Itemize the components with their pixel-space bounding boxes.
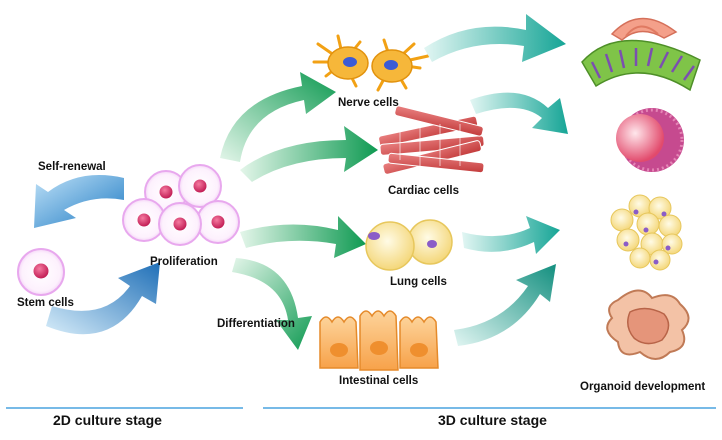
arrow-intestinal-to-organoid xyxy=(454,264,556,346)
organoid-brain xyxy=(581,17,701,92)
arrow-cardiac-to-organoid xyxy=(470,92,568,134)
arrow-to-cardiac xyxy=(240,126,378,182)
arrow-to-intestinal xyxy=(232,258,312,350)
self-renewal-label: Self-renewal xyxy=(38,161,106,173)
arrow-to-lung xyxy=(240,216,366,258)
stem-cell xyxy=(17,248,65,296)
stage-2d-label: 2D culture stage xyxy=(53,412,162,428)
proliferation-arrow xyxy=(46,262,160,335)
arrow-lung-to-organoid xyxy=(462,216,560,254)
lung-cells xyxy=(365,219,453,271)
stage-3d-label: 3D culture stage xyxy=(438,412,547,428)
arrow-nerve-to-organoid xyxy=(424,14,566,62)
cardiac-cells xyxy=(378,105,485,175)
self-renewal-arrow xyxy=(34,175,124,228)
intestinal-cells xyxy=(319,310,439,371)
organoid-intestinal xyxy=(606,289,690,360)
lung-cells-label: Lung cells xyxy=(390,276,447,288)
proliferating-cell-cluster xyxy=(122,164,240,246)
organoid-development-label: Organoid development xyxy=(580,381,706,393)
nerve-cells-label: Nerve cells xyxy=(338,97,399,109)
arrow-to-nerve xyxy=(220,72,336,162)
nerve-cells xyxy=(312,34,430,92)
organoid-lung-cluster xyxy=(610,194,683,271)
stem-cells-label: Stem cells xyxy=(17,297,74,309)
organoid-cardiac-sphere xyxy=(616,108,684,172)
proliferation-label: Proliferation xyxy=(150,256,218,268)
intestinal-cells-label: Intestinal cells xyxy=(339,375,419,387)
cardiac-cells-label: Cardiac cells xyxy=(388,185,459,197)
differentiation-label: Differentiation xyxy=(217,318,295,330)
